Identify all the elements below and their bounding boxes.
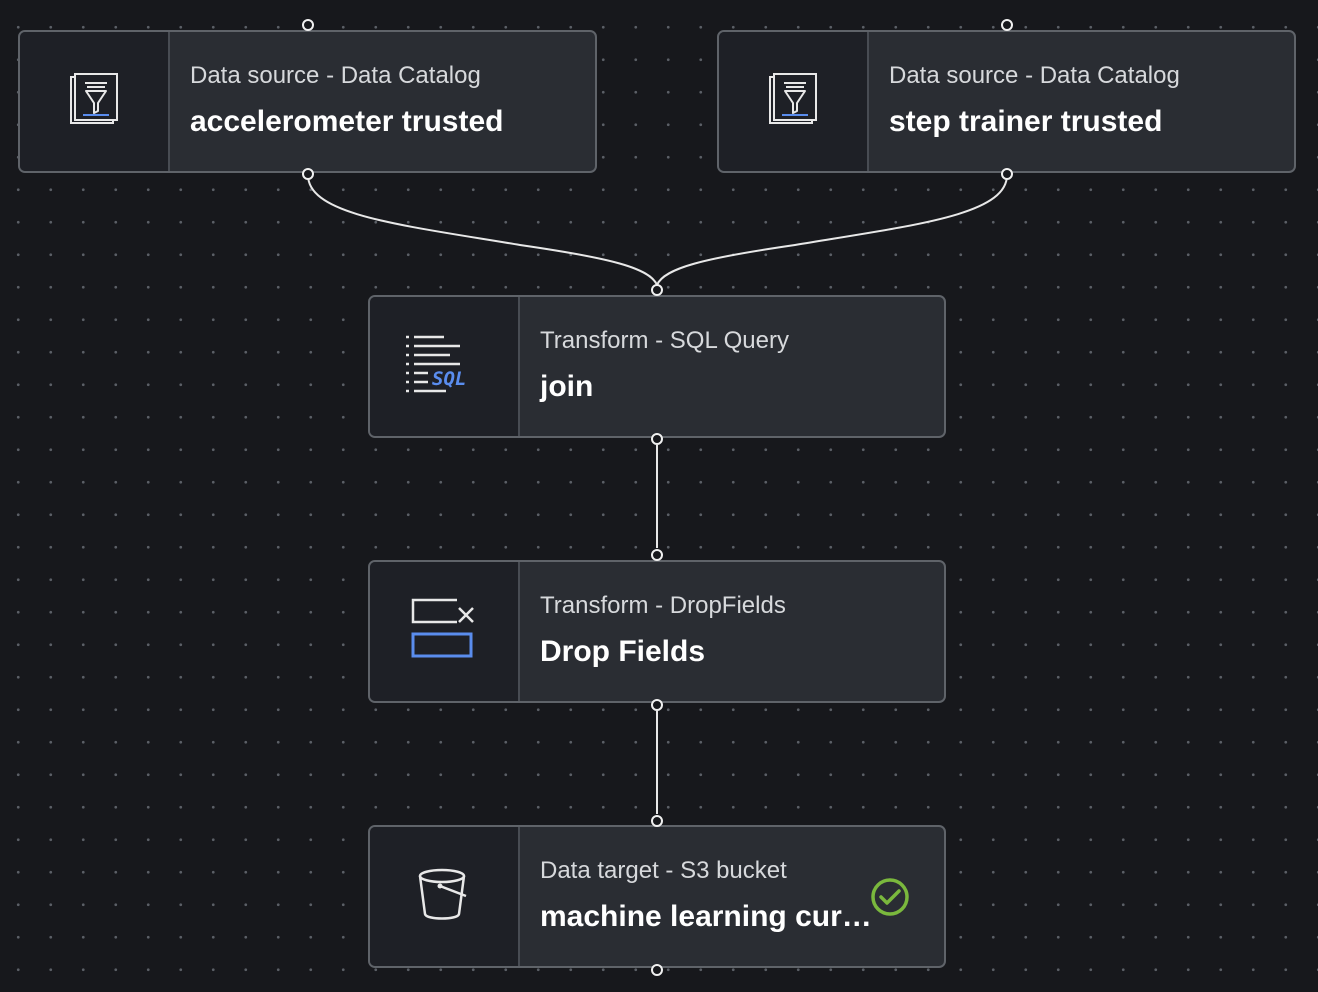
success-check-icon: [870, 877, 910, 922]
node-title: Drop Fields: [540, 635, 706, 668]
node-icon-cell: SQL: [370, 297, 520, 436]
node-text: Transform - SQL Query join: [520, 297, 944, 436]
node-kind-label: Transform - SQL Query: [540, 327, 789, 354]
output-handle-s3-target[interactable]: [651, 964, 663, 976]
node-icon-cell: [370, 827, 520, 966]
node-icon-cell: [20, 32, 170, 171]
s3-bucket-icon: [418, 866, 470, 927]
svg-text:SQL: SQL: [432, 368, 466, 390]
node-kind-label: Data target - S3 bucket: [540, 857, 787, 884]
node-accelerometer-trusted[interactable]: Data source - Data Catalog accelerometer…: [18, 30, 597, 173]
input-handle-join[interactable]: [651, 284, 663, 296]
node-kind-label: Data source - Data Catalog: [889, 62, 1180, 89]
node-title: step trainer trusted: [889, 105, 1163, 138]
node-join[interactable]: SQL Transform - SQL Query join: [368, 295, 946, 438]
edge-accelerometer-to-join[interactable]: [307, 174, 658, 286]
node-title: machine learning cur…: [540, 900, 872, 933]
drop-fields-icon: [411, 598, 477, 665]
node-icon-cell: [719, 32, 869, 171]
node-text: Data target - S3 bucket machine learning…: [520, 827, 944, 966]
sql-query-icon: SQL: [404, 333, 484, 400]
node-machine-learning-curated[interactable]: Data target - S3 bucket machine learning…: [368, 825, 946, 968]
input-handle-accelerometer[interactable]: [302, 19, 314, 31]
node-text: Transform - DropFields Drop Fields: [520, 562, 944, 701]
node-kind-label: Transform - DropFields: [540, 592, 786, 619]
output-handle-step-trainer[interactable]: [1001, 168, 1013, 180]
node-text: Data source - Data Catalog accelerometer…: [170, 32, 595, 171]
node-title: join: [540, 370, 594, 403]
node-text: Data source - Data Catalog step trainer …: [869, 32, 1294, 171]
data-catalog-icon: [69, 73, 119, 130]
node-drop-fields[interactable]: Transform - DropFields Drop Fields: [368, 560, 946, 703]
input-handle-drop-fields[interactable]: [651, 549, 663, 561]
output-handle-join[interactable]: [651, 433, 663, 445]
node-step-trainer-trusted[interactable]: Data source - Data Catalog step trainer …: [717, 30, 1296, 173]
data-catalog-icon: [768, 73, 818, 130]
output-handle-accelerometer[interactable]: [302, 168, 314, 180]
node-kind-label: Data source - Data Catalog: [190, 62, 481, 89]
input-handle-s3-target[interactable]: [651, 815, 663, 827]
output-handle-drop-fields[interactable]: [651, 699, 663, 711]
node-icon-cell: [370, 562, 520, 701]
edge-step-trainer-to-join[interactable]: [656, 174, 1008, 286]
node-title: accelerometer trusted: [190, 105, 504, 138]
input-handle-step-trainer[interactable]: [1001, 19, 1013, 31]
